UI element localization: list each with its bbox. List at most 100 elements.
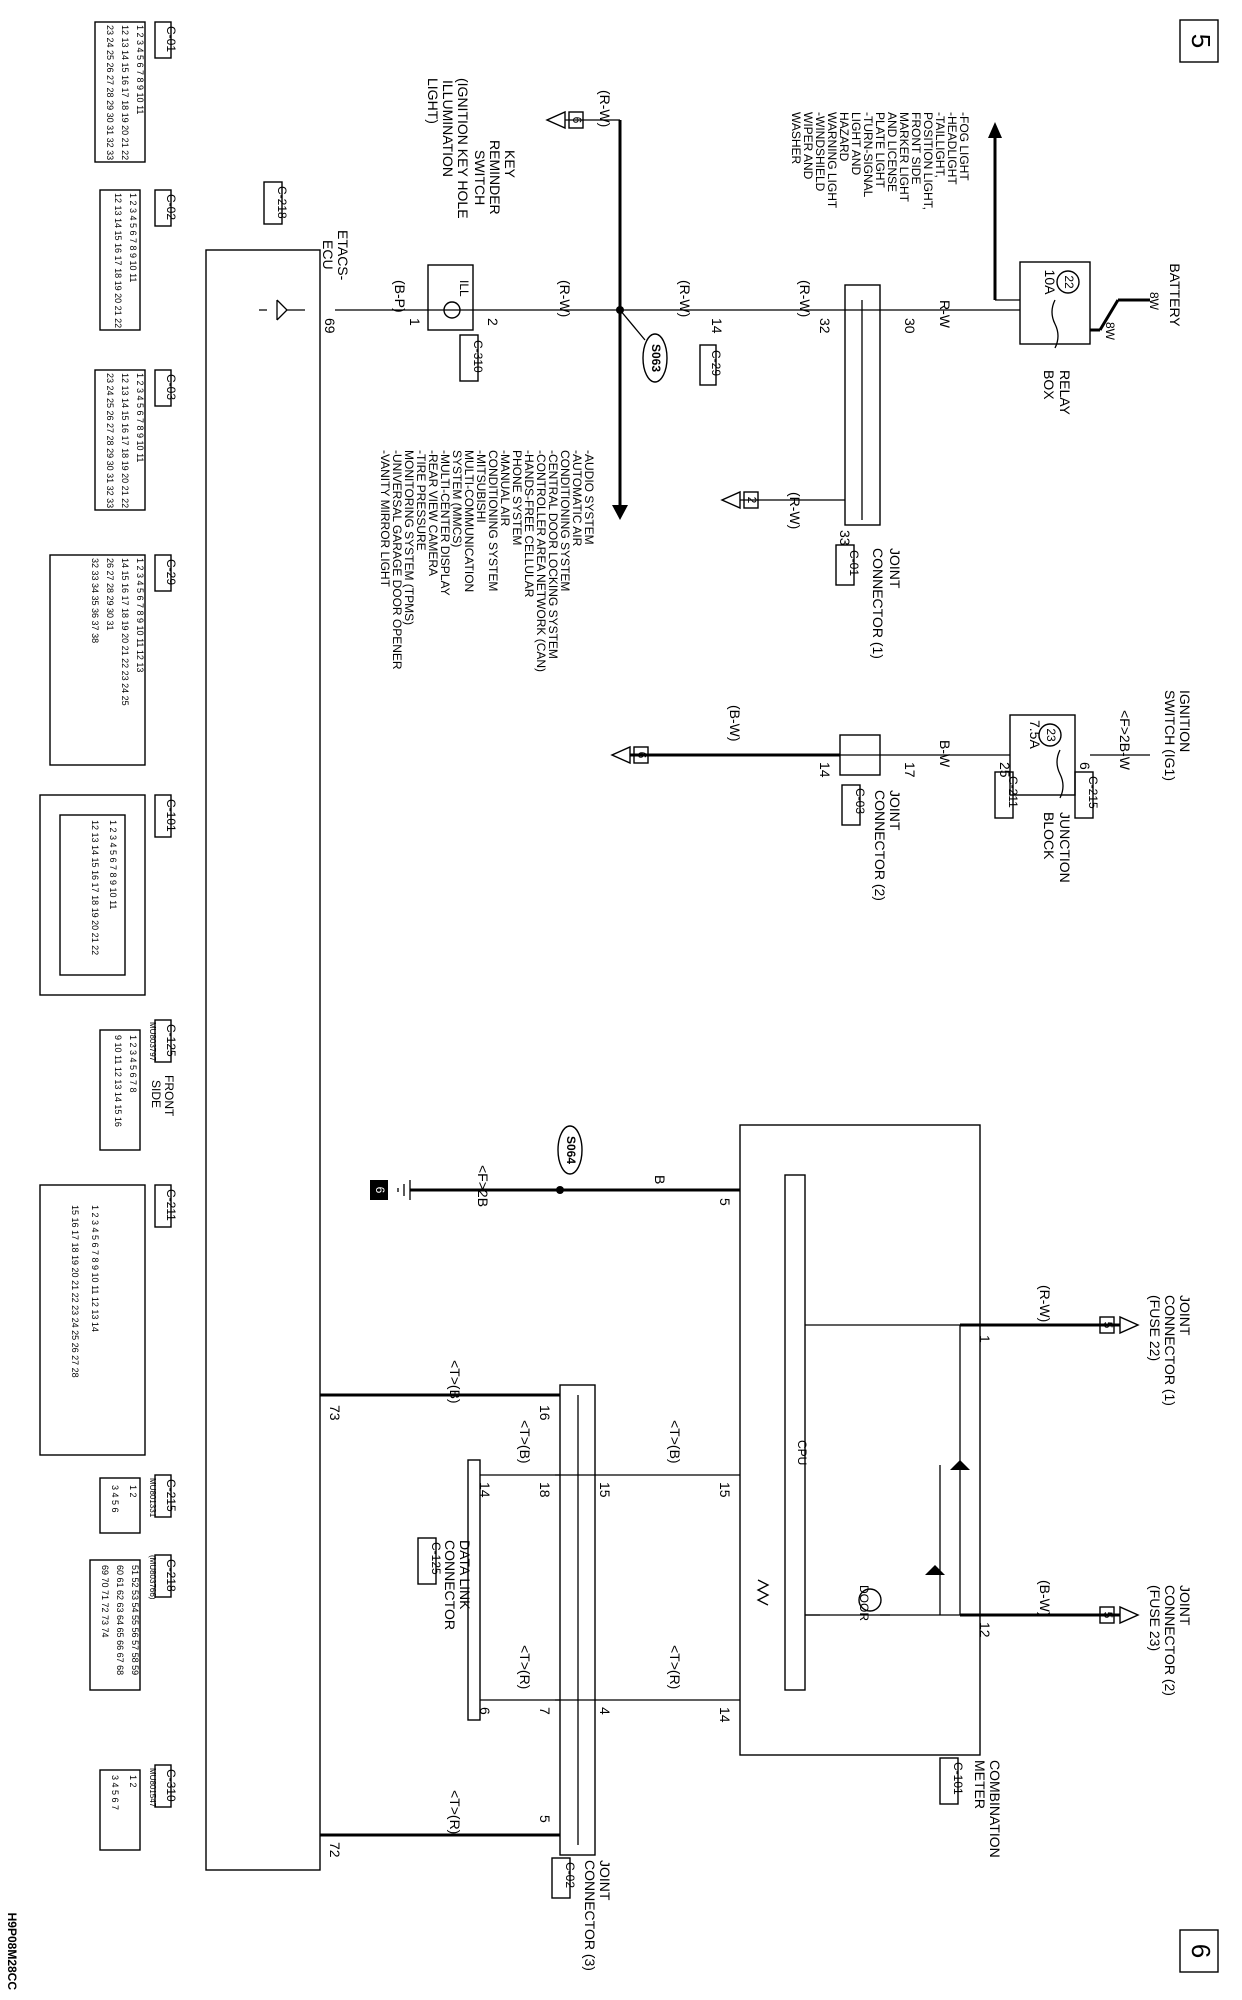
can-tr-2: <T>(R) <box>447 1790 463 1834</box>
svg-text:MONITORING SYSTEM (TPMS): MONITORING SYSTEM (TPMS) <box>402 450 416 625</box>
can-tb-1: <T>(B) <box>667 1420 683 1464</box>
c29-code: C-29 <box>709 350 723 376</box>
pin-1-meter: 1 <box>977 1335 993 1343</box>
svg-text:12 13 14 15 16 17 18 19 20 21: 12 13 14 15 16 17 18 19 20 21 22 <box>120 25 130 160</box>
svg-text:12 13 14 15 16 17 18 19 20 21: 12 13 14 15 16 17 18 19 20 21 22 <box>90 820 100 955</box>
ground-ref-6b: 6 <box>635 752 649 759</box>
wire-rw-33: (R-W) <box>787 492 803 529</box>
svg-text:-MULTI-CENTER DISPLAY: -MULTI-CENTER DISPLAY <box>438 450 452 596</box>
key-reminder-switch <box>427 264 474 331</box>
ground-ref-5a: 5 <box>1101 1322 1115 1329</box>
svg-text:C-101: C-101 <box>164 799 178 832</box>
joint2-code: C-03 <box>853 788 867 814</box>
svg-text:1 2 3 4 5 6 7 8 9 10 11 12 13: 1 2 3 4 5 6 7 8 9 10 11 12 13 14 <box>90 1205 100 1332</box>
pin-73: 73 <box>327 1405 343 1421</box>
cpu-label: CPU <box>795 1440 809 1465</box>
joint-connector-3 <box>559 1384 596 1856</box>
svg-text:PHONE SYSTEM: PHONE SYSTEM <box>510 450 524 545</box>
code-c215: C-215 <box>1086 776 1100 809</box>
svg-text:32 33 34 35 36 37 38: 32 33 34 35 36 37 38 <box>90 558 100 643</box>
wire-rw-d: (R-W) <box>557 280 573 317</box>
figure-code: H9P08M28CC <box>5 1913 19 1991</box>
wire-rw-fuse1: (R-W) <box>1037 1285 1053 1322</box>
wire-rw-main: R-W <box>937 300 953 329</box>
battery-label: BATTERY <box>1167 263 1183 327</box>
svg-text:-UNIVERSAL GARAGE DOOR OPENER: -UNIVERSAL GARAGE DOOR OPENER <box>390 450 404 670</box>
pin-14-meter: 14 <box>717 1707 733 1723</box>
svg-text:1 2 3 4 5 6 7 8 9 10 11: 1 2 3 4 5 6 7 8 9 10 11 <box>135 25 145 114</box>
connector-c29: C-29 1 2 3 4 5 6 7 8 9 10 11 12 13 14 15… <box>49 554 178 766</box>
svg-text:51 52 53 54 55 56 57 58 59: 51 52 53 54 55 56 57 58 59 <box>130 1565 140 1675</box>
svg-text:MARKER LIGHT: MARKER LIGHT <box>897 112 911 203</box>
svg-text:-HEADLIGHT: -HEADLIGHT <box>945 112 959 185</box>
dlc-label-1: DATA LINK <box>457 1540 473 1610</box>
connector-c101: C-101 1 2 3 4 5 6 7 8 9 10 11 12 13 14 1… <box>39 794 178 996</box>
jb-fuse-number: 23 <box>1044 728 1058 742</box>
svg-text:MU801547: MU801547 <box>148 1768 157 1808</box>
relay-box <box>1019 261 1091 345</box>
wire-bp: (B-P) <box>392 280 408 313</box>
can-tb-2: <T>(B) <box>447 1360 463 1404</box>
svg-text:KEY: KEY <box>502 150 518 179</box>
pin-4: 4 <box>597 1707 613 1715</box>
svg-text:LIGHT): LIGHT) <box>425 78 441 124</box>
svg-text:-HANDS-FREE CELLULAR: -HANDS-FREE CELLULAR <box>522 450 536 598</box>
connector-c125: C-125 MU803797 FRONT SIDE 1 2 3 4 5 6 7 … <box>99 1019 178 1151</box>
svg-text:CONDITIONING SYSTEM: CONDITIONING SYSTEM <box>486 450 500 591</box>
svg-text:-AUTOMATIC AIR: -AUTOMATIC AIR <box>570 450 584 547</box>
door-label: DOOR <box>857 1585 871 1621</box>
svg-text:-CENTRAL DOOR LOCKING SYSTEM: -CENTRAL DOOR LOCKING SYSTEM <box>546 450 560 659</box>
svg-text:ILLUMINATION: ILLUMINATION <box>440 80 456 177</box>
pin-30: 30 <box>902 318 918 334</box>
svg-text:POSITION LIGHT,: POSITION LIGHT, <box>921 112 935 210</box>
svg-text:-TIRE PRESSURE: -TIRE PRESSURE <box>414 450 428 551</box>
svg-text:-MITSUBISHI: -MITSUBISHI <box>474 450 488 523</box>
connector-c310: C-310 MU801547 1 2 3 4 5 6 7 <box>99 1764 178 1851</box>
svg-text:3 4 5 6: 3 4 5 6 <box>110 1485 120 1513</box>
svg-text:SIDE: SIDE <box>149 1080 163 1108</box>
pin-12-meter: 12 <box>977 1622 993 1638</box>
svg-text:-CONTROLLER AREA NETWORK (CAN): -CONTROLLER AREA NETWORK (CAN) <box>534 450 548 672</box>
svg-text:REMINDER: REMINDER <box>487 140 503 215</box>
jcf2-label-3: (FUSE 23) <box>1147 1585 1163 1651</box>
jcf1-label-2: CONNECTOR (1) <box>1162 1295 1178 1406</box>
pin-17: 17 <box>902 762 918 778</box>
etacs-label-1: ETACS- <box>335 230 351 281</box>
ill-label: ILL <box>457 280 471 297</box>
junction-label-2: BLOCK <box>1041 812 1057 860</box>
connector-c215: C-215 MU801331 1 2 3 4 5 6 <box>99 1474 178 1534</box>
svg-text:FRONT: FRONT <box>162 1075 176 1117</box>
svg-text:MU801331: MU801331 <box>148 1478 157 1518</box>
svg-text:PLATE LIGHT: PLATE LIGHT <box>873 112 887 188</box>
jcf2-label-1: JOINT <box>1177 1585 1193 1626</box>
pin-15-meter: 15 <box>717 1482 733 1498</box>
meter-label-2: METER <box>972 1760 988 1809</box>
relay-fuse-number: 22 <box>1062 275 1076 289</box>
svg-text:69 70 71 72 73 74: 69 70 71 72 73 74 <box>100 1565 110 1638</box>
pin-33: 33 <box>837 530 853 546</box>
can-tr-3: <T>(R) <box>517 1645 533 1689</box>
svg-text:C-01: C-01 <box>164 26 178 52</box>
svg-text:C-03: C-03 <box>164 374 178 400</box>
pin-5-meter: 5 <box>717 1198 733 1206</box>
code-c211: C-211 <box>1006 776 1020 808</box>
svg-text:FRONT SIDE: FRONT SIDE <box>909 112 923 184</box>
key-switch-code: C-310 <box>471 340 485 373</box>
pin-15-jc3: 15 <box>597 1482 613 1498</box>
pin-25: 25 <box>997 762 1013 778</box>
junction-label-1: JUNCTION <box>1057 812 1073 883</box>
svg-text:SYSTEM (MMCS): SYSTEM (MMCS) <box>450 450 464 547</box>
pin-69: 69 <box>322 318 338 334</box>
ignition-wire: <F>2B-W <box>1117 710 1133 771</box>
svg-text:-REAR VIEW CAMERA: -REAR VIEW CAMERA <box>426 450 440 576</box>
svg-text:1 2: 1 2 <box>128 1485 138 1498</box>
svg-text:-AUDIO SYSTEM: -AUDIO SYSTEM <box>582 450 596 545</box>
can-tr-1: <T>(R) <box>667 1645 683 1689</box>
ignition-label-2: SWITCH (IG1) <box>1162 690 1178 781</box>
svg-text:1 2 3 4 5 6 7 8 9 10 11 12 13: 1 2 3 4 5 6 7 8 9 10 11 12 13 <box>135 558 145 672</box>
svg-text:1 2 3 4 5 6 7 8 9 10 11: 1 2 3 4 5 6 7 8 9 10 11 <box>128 193 138 282</box>
svg-text:C-218: C-218 <box>164 1559 178 1592</box>
pin-6-ign: 6 <box>1077 762 1093 770</box>
pin-5-jc3: 5 <box>537 1815 553 1823</box>
